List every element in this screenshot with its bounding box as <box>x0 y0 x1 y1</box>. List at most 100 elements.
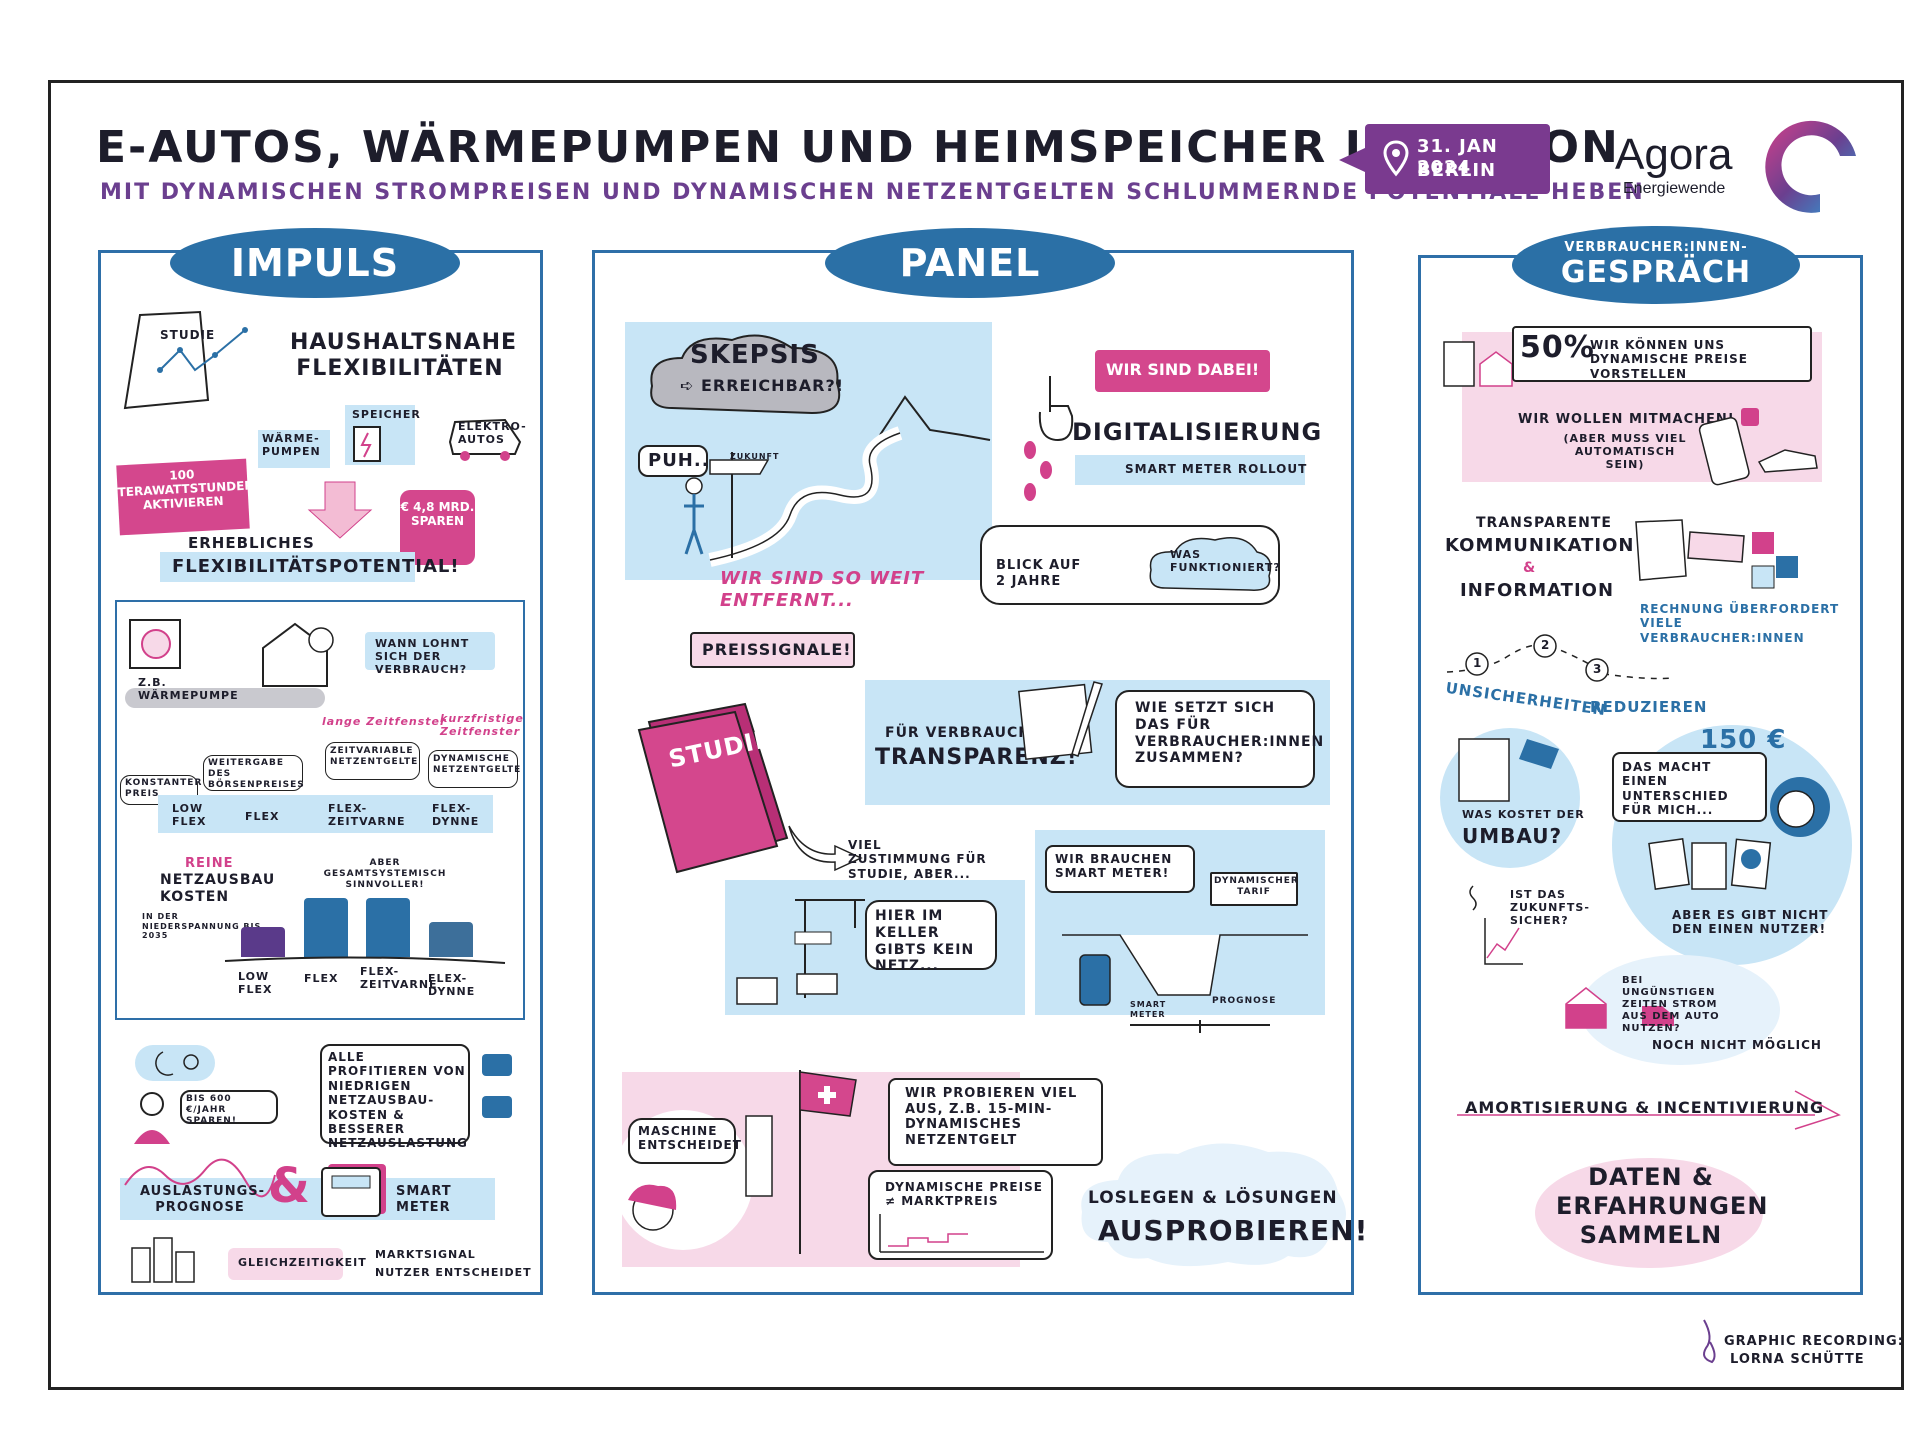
weit-label: WIR SIND SO WEIT ENTFERNT... <box>720 568 925 611</box>
daten-band <box>1535 1158 1763 1268</box>
und-label: & <box>1523 560 1537 576</box>
event-date: 31. JAN 2024 <box>1417 136 1498 178</box>
credit-line1: GRAPHIC RECORDING: <box>1724 1334 1904 1349</box>
blick-label: BLICK AUF 2 JAHRE <box>996 558 1082 589</box>
fifty-label: 50% <box>1520 330 1595 365</box>
reduzieren-label: REDUZIEREN <box>1590 698 1708 716</box>
mountain-path <box>708 395 991 567</box>
gespraech-title: GESPRÄCH <box>1560 255 1752 290</box>
bar-label-3: FLEX-DYNNE <box>428 972 476 999</box>
tarif-sign <box>1210 872 1298 906</box>
kostet-label: WAS KOSTET DER <box>1462 808 1585 821</box>
impuls-studie-label: STUDIE <box>160 328 216 342</box>
brauchen-label: WIR BRAUCHEN SMART METER! <box>1055 852 1173 881</box>
bar-label-1: FLEX <box>304 972 339 985</box>
nutzer-label: NUTZER ENTSCHEIDET <box>375 1266 532 1279</box>
event-date-tag: 31. JAN 2024 BERLIN <box>1339 124 1550 194</box>
bar-flex-dynne <box>428 921 473 957</box>
alle-label: ALLE PROFITIEREN VON NIEDRIGEN NETZAUSBA… <box>328 1050 468 1151</box>
smart-meter-icon <box>321 1164 386 1217</box>
gleich-label: GLEICHZEITIGKEIT <box>238 1256 367 1269</box>
probieren-label: WIR PROBIEREN VIEL AUS, Z.B. 15-MIN-DYNA… <box>905 1086 1078 1148</box>
bar-label-2: FLEX-ZEITVARNE <box>360 965 438 992</box>
wie-bubble <box>1115 690 1315 788</box>
maschine-bubble <box>628 1118 736 1164</box>
bis600-label: BIS 600 €/JAHR SPAREN! <box>186 1094 237 1126</box>
dyn-preise-label: DYNAMISCHE PREISE ≠ MARKTPREIS <box>885 1180 1043 1209</box>
woman-icon <box>613 1110 753 1250</box>
skepsis-label: SKEPSIS <box>690 340 820 370</box>
umbau-label: UMBAU? <box>1462 824 1563 848</box>
aber-label: ABER GESAMTSYSTEMISCH SINNVOLLER! <box>323 858 447 890</box>
study-paper-icon <box>123 310 248 410</box>
valley-icon <box>1062 934 1308 1033</box>
konstant-label: KONSTANTER PREIS <box>125 778 203 799</box>
reine-label: REINE <box>185 856 234 871</box>
credit-line2: LORNA SCHÜTTE <box>1730 1352 1865 1367</box>
keller-label: HIER IM KELLER GIBTS KEIN NETZ... <box>875 908 975 975</box>
electric-car-icon <box>448 418 522 461</box>
wie-label: WIE SETZT SICH DAS FÜR VERBRAUCHER:INNEN… <box>1135 700 1325 767</box>
noch-label: NOCH NICHT MÖGLICH <box>1652 1038 1822 1052</box>
down-arrow-icon <box>307 481 373 539</box>
keller-bubble <box>865 900 997 970</box>
gespraech-title-oval: VERBRAUCHER:INNEN- GESPRÄCH <box>1512 226 1800 304</box>
load-curve-icon <box>124 1158 276 1198</box>
bar-flex <box>303 897 348 957</box>
tier-band <box>158 795 493 833</box>
bis600-bubble <box>180 1090 278 1124</box>
zukunft-label: ZUKUNFT <box>730 452 780 461</box>
aber-auto-label: (ABER MUSS VIEL AUTOMATISCH SEIN) <box>1563 432 1687 472</box>
tier-label-2: FLEX-ZEITVARNE <box>328 802 406 829</box>
zeitvariable-label: ZEITVARIABLE NETZENTGELTE <box>330 746 419 767</box>
koennen-label: WIR KÖNNEN UNS DYNAMISCHE PREISE VORSTEL… <box>1590 338 1748 381</box>
maschine-label: MASCHINE ENTSCHEIDET <box>638 1124 742 1153</box>
step-1: 1 <box>1473 656 1483 670</box>
waermepumpen-band <box>258 430 330 468</box>
signpost-icon <box>684 452 770 558</box>
unguenstig-label: BEI UNGÜNSTIGEN ZEITEN STROM AUS DEM AUT… <box>1622 975 1720 1034</box>
mitmachen-label: WIR WOLLEN MITMACHEN! <box>1518 412 1735 427</box>
tarif-label: DYNAMISCHER TARIF <box>1214 876 1299 897</box>
swiss-flag-icon <box>745 1070 857 1254</box>
was-label: WAS FUNKTIONIERT? <box>1170 548 1281 575</box>
wann-label: WANN LOHNT SICH DER VERBRAUCH? <box>375 637 470 677</box>
marktsignal-label: MARKTSIGNAL <box>375 1248 476 1261</box>
moon-sun-icon <box>135 1045 215 1081</box>
rollout-label: SMART METER ROLLOUT <box>1125 462 1308 476</box>
gleich-band <box>228 1248 343 1280</box>
amort-label: AMORTISIERUNG & INCENTIVIERUNG <box>1465 1098 1825 1117</box>
wann-band <box>365 632 495 670</box>
weitergabe-label: WEITERGABE DES BÖRSENPREISES <box>208 758 305 790</box>
kurz-zeitfenster: kurzfristige Zeitfenster <box>440 712 524 739</box>
person-icon <box>134 1092 170 1144</box>
tier-label-1: FLEX <box>245 810 280 823</box>
loslegen-label: LOSLEGEN & LÖSUNGEN <box>1088 1188 1338 1208</box>
phone-thumb-icon <box>1698 408 1818 486</box>
logo-sub: Energiewende <box>1623 180 1726 197</box>
city-icon <box>131 1237 195 1283</box>
rollout-band <box>1075 455 1305 485</box>
zukunfts-label: IST DAS ZUKUNFTS-SICHER? <box>1510 888 1590 928</box>
logo-name: Agora <box>1615 130 1733 179</box>
potential-label: FLEXIBILITÄTSPOTENTIAL! <box>172 556 460 577</box>
fuer-label: FÜR VERBRAUCHER <box>885 725 1054 741</box>
loslegen-cloud <box>1081 1143 1346 1267</box>
smart-label: SMART METER <box>1130 1000 1167 1019</box>
price-chart-icon <box>879 1214 1044 1253</box>
ground-band <box>125 688 325 708</box>
terawatt-tag: 100 TERAWATTSTUNDEN AKTIVIEREN <box>116 458 255 536</box>
event-city: BERLIN <box>1417 160 1497 181</box>
growth-chart-icon <box>1469 885 1523 965</box>
digital-label: DIGITALISIERUNG <box>1072 418 1323 446</box>
basement-icon <box>736 899 865 1005</box>
alle-bubble <box>320 1044 470 1144</box>
preissignale-box <box>690 632 855 668</box>
battery-icon <box>353 426 381 462</box>
auslastung-band <box>120 1178 495 1220</box>
preissignale-label: PREISSIGNALE! <box>702 640 852 659</box>
niederspannung-label: IN DER NIEDERSPANNUNG BIS 2035 <box>142 912 262 941</box>
footsteps-icon <box>1024 441 1052 501</box>
finger-icon <box>1038 376 1074 442</box>
info-label: INFORMATION <box>1460 580 1615 601</box>
